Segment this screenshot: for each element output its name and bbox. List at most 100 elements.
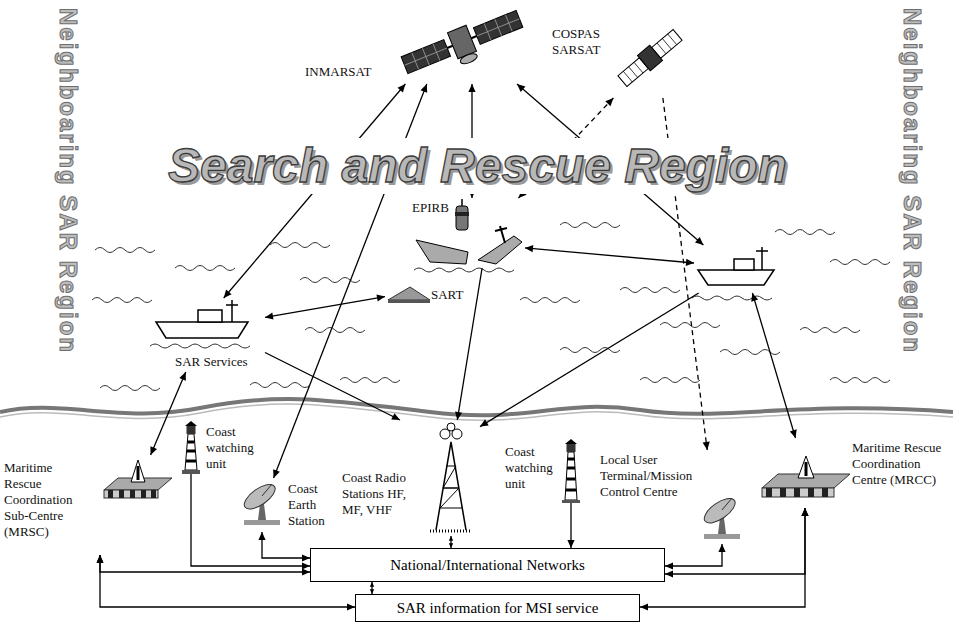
connector [751,293,797,438]
connector [665,544,726,570]
connector-line [525,248,694,263]
connector-line [752,293,795,438]
node-label: SAR Services [175,354,263,370]
connector-line [665,544,722,566]
connector [265,353,400,421]
arrow-head [258,532,265,540]
node-label: INMARSAT [305,64,385,80]
inmarsat-satellite [399,6,527,86]
cospas-satellite [616,27,684,89]
station-node: Coast watching unit [180,422,262,474]
epirb-buoy [455,199,469,230]
connector [665,508,809,578]
connector [640,508,809,611]
network-box: National/International Networks [310,548,665,582]
connector-line [480,293,699,427]
box-text: SAR information for MSI service [397,599,599,617]
arrow-head [302,562,310,569]
lighthouse [182,421,200,474]
node-label: COSPAS SARSAT [552,26,614,58]
sar-ship [156,300,248,338]
satellite-node: COSPAS SARSAT [550,20,690,98]
arrow-head [96,555,103,563]
arrow-head [801,508,808,516]
arrow-head [695,237,703,245]
ship-node: SAR Services [150,298,265,372]
box-text: National/International Networks [390,556,585,574]
node-label: Coast watching unit [206,424,260,472]
arrow-head [751,293,758,302]
sea-waves [92,223,890,391]
region-label: Neighboaring SAR Region [54,8,82,354]
connector-line [151,372,186,455]
node-label: EPIRB [412,200,456,216]
earth-station-dish [240,480,280,525]
lut-dish [700,494,740,539]
connector-line [265,297,385,318]
connector-line [665,508,805,574]
arrow-head [302,554,310,561]
connector [265,294,385,319]
arrow-head [455,412,462,421]
connector [258,532,310,562]
arrow-head [665,570,673,577]
arrow-head [718,544,725,552]
sinking-ship [416,226,522,264]
arrow-head [377,294,386,301]
arrow-head [347,603,355,610]
shoreline [0,399,953,420]
arrow-head [605,98,613,106]
radio-tower [430,423,472,531]
node-label: Coast Radio Stations HF, MF, VHF [342,470,422,518]
rescue-ship [698,247,774,285]
satellite-node: INMARSAT [300,4,525,84]
region-title: Search and Rescue Region [162,138,793,194]
arrow-head [686,259,694,266]
beacon-node: EPIRB [410,198,525,268]
node-label: Coast Earth Station [288,481,334,529]
connector-line [100,555,310,572]
arrow-head [398,84,406,92]
station-node: Coast watching unit [505,438,585,503]
region-label: Neighboaring SAR Region [898,8,926,354]
mrcc-platform [762,456,850,497]
connector [480,293,699,427]
connector [567,503,574,548]
arrow-head [665,562,673,569]
arrow-head [480,419,489,426]
arrow-head [525,245,533,252]
connector-line [265,353,400,421]
arrow-head [421,84,428,93]
node-label: Coast watching unit [505,444,559,492]
centre-node: Maritime Rescue Coordination Centre (MRC… [758,438,950,508]
mrsc-platform [104,460,172,498]
service-box: SAR information for MSI service [355,594,640,622]
arrow-head [179,372,186,381]
arrow-head [517,84,525,92]
arrow-head [567,540,574,548]
node-label: Maritime Rescue Coordination Centre (MRC… [852,440,948,488]
arrow-head [224,290,232,298]
arrow-head [468,84,475,92]
node-label: Maritime Rescue Coordination Sub-Centre … [4,460,79,540]
arrow-head [801,508,808,516]
station-node: Coast Earth Station [240,478,336,532]
arrow-head [703,442,710,450]
lighthouse [562,439,580,503]
arrow-head [370,582,374,587]
sart-raft [388,287,430,303]
connector [97,555,310,576]
node-label: SART [431,287,469,303]
arrow-head [640,603,648,610]
arrow-head [150,446,157,455]
connector [370,582,374,594]
transponder-node: SART [385,282,471,306]
station-node: Coast Radio Stations HF, MF, VHF [340,420,480,536]
connector-line [262,532,310,558]
arrow-head [391,413,400,420]
station-node: Local User Terminal/Mission Control Cent… [596,450,751,544]
arrow-head [265,313,274,320]
